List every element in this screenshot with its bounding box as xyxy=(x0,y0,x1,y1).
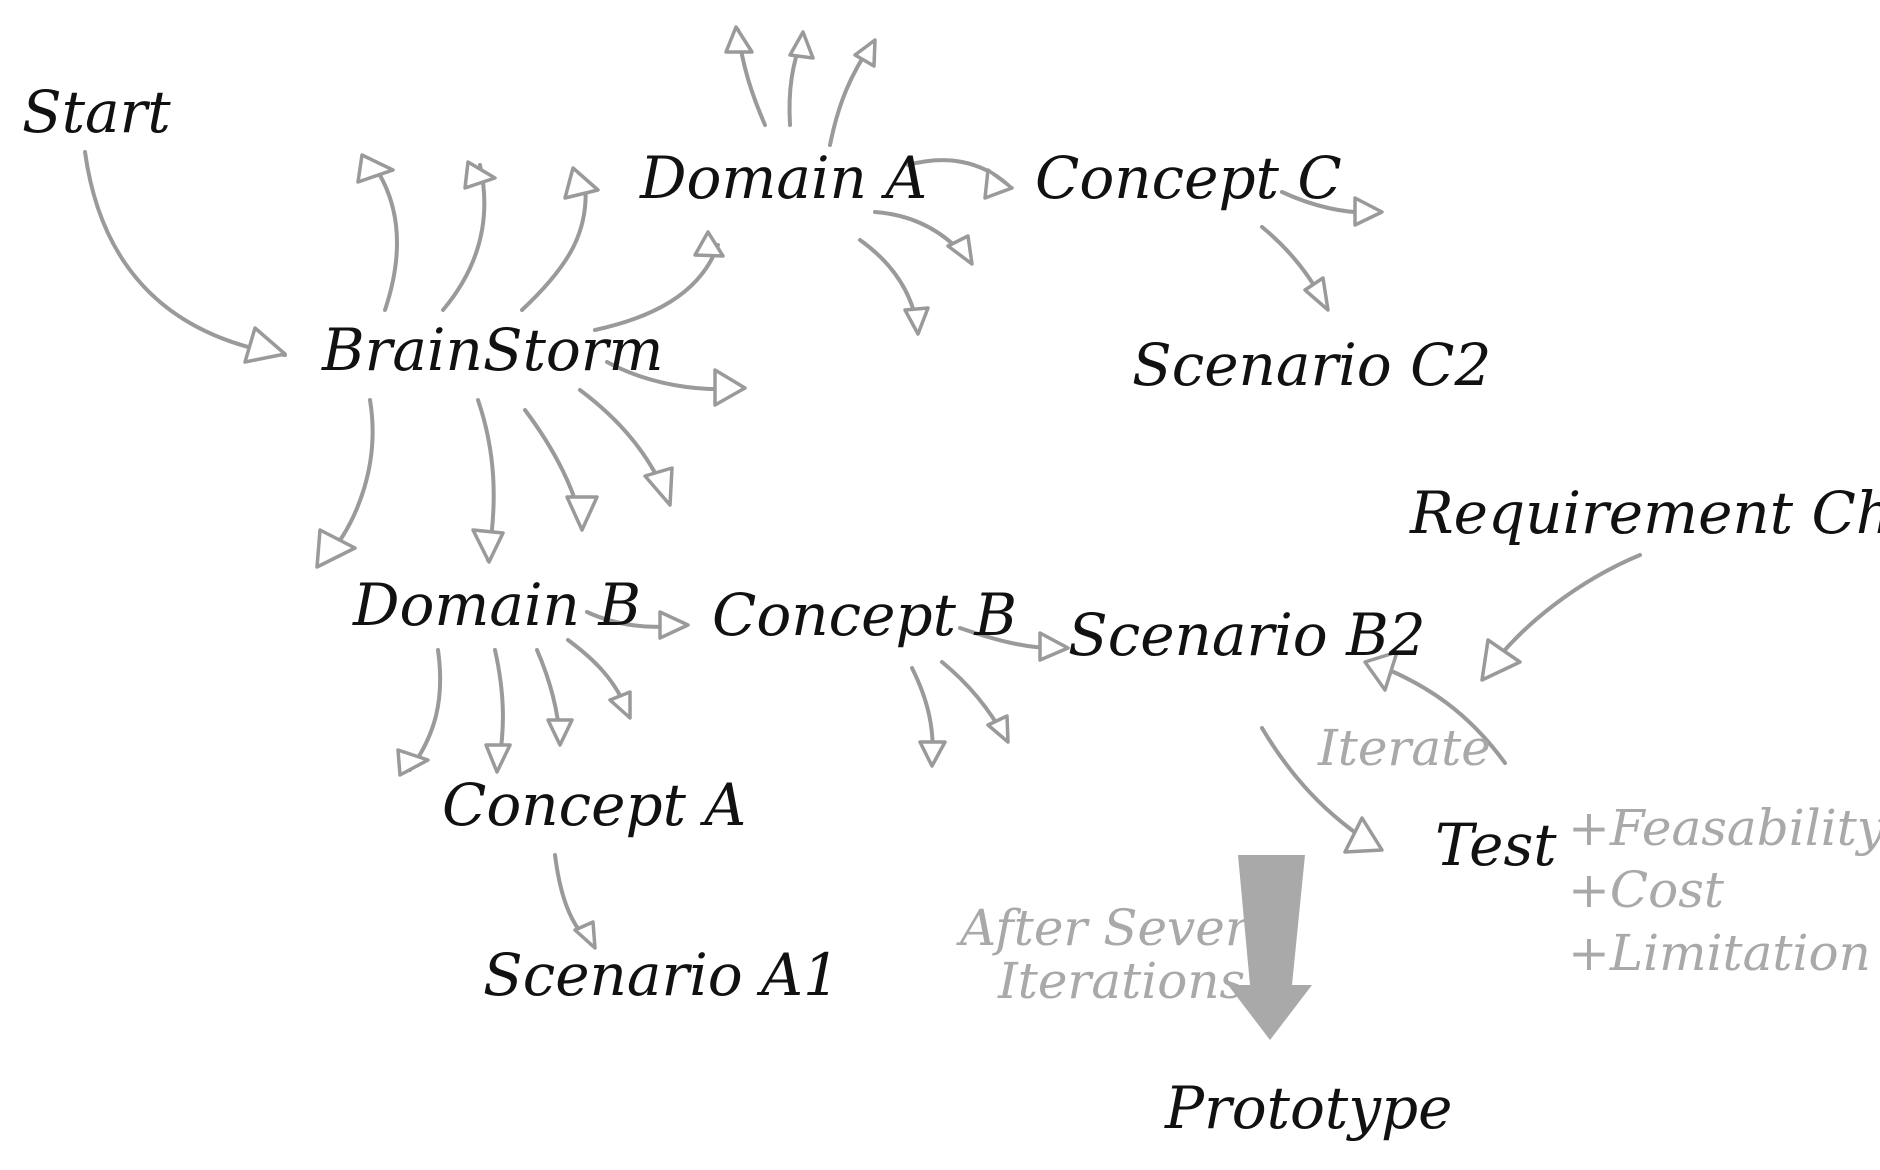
annotations: Iterate After Several Iterations +Feasab… xyxy=(956,719,1880,1010)
arrow-head xyxy=(946,234,974,266)
note-test-criteria-cost: +Cost xyxy=(1568,861,1725,919)
arrow-head xyxy=(983,168,1014,200)
note-after-several-line1: After Several xyxy=(956,899,1295,957)
arrow-head xyxy=(565,495,599,532)
arrow-brainstorm-to-domain-a xyxy=(593,243,720,332)
arrow-head xyxy=(484,743,512,774)
arrow-domain-a-right-down xyxy=(873,210,970,262)
arrow-head xyxy=(658,610,690,640)
node-brainstorm: BrainStorm xyxy=(321,316,664,384)
arrow-head xyxy=(903,306,930,336)
node-labels: Start BrainStorm Domain A Concept C Scen… xyxy=(22,78,1880,1142)
arrow-head xyxy=(563,166,600,200)
arrow-head xyxy=(788,30,815,60)
arrow-head xyxy=(853,38,877,68)
arrow-start-to-brainstorm xyxy=(83,150,287,357)
arrow-head xyxy=(643,466,674,507)
arrow-head xyxy=(356,153,395,184)
arrow-head xyxy=(243,326,287,364)
arrow-head xyxy=(693,230,725,258)
arrow-head xyxy=(1353,196,1384,227)
arrow-head xyxy=(546,718,574,747)
node-scenario-a1: Scenario A1 xyxy=(483,941,840,1009)
node-scenario-b2: Scenario B2 xyxy=(1068,601,1426,669)
node-requirement-change: Requirement Change xyxy=(1409,479,1880,547)
arrow-head xyxy=(1363,650,1399,692)
arrow-brainstorm-up-3 xyxy=(520,178,588,312)
arrow-head xyxy=(608,690,632,720)
arrow-head xyxy=(1480,638,1522,682)
note-iterate: Iterate xyxy=(1317,719,1491,777)
arrow-head xyxy=(918,740,947,768)
node-concept-a: Concept A xyxy=(442,771,746,839)
node-test: Test xyxy=(1435,811,1557,879)
node-domain-b: Domain B xyxy=(352,571,641,639)
arrow-head xyxy=(315,528,357,569)
arrow-head xyxy=(1343,816,1384,854)
node-scenario-c2: Scenario C2 xyxy=(1132,331,1491,399)
node-concept-b: Concept B xyxy=(712,581,1017,649)
arrow-head xyxy=(573,920,597,950)
arrow-head xyxy=(724,25,754,54)
node-concept-c: Concept C xyxy=(1035,144,1342,212)
arrow-head xyxy=(1303,276,1330,312)
arrow-head xyxy=(1038,631,1070,662)
arrow-head xyxy=(471,528,505,564)
arrow-head xyxy=(396,748,430,777)
arrow-domain-b-down-1 xyxy=(408,648,443,772)
node-prototype: Prototype xyxy=(1164,1074,1452,1142)
arrow-head xyxy=(463,160,497,190)
connector-arrows xyxy=(83,25,1642,1040)
arrow-brainstorm-up-1 xyxy=(368,158,399,312)
note-test-criteria-limitation: +Limitation xyxy=(1568,924,1871,982)
note-test-criteria-feasability: +Feasability xyxy=(1568,799,1880,857)
node-start: Start xyxy=(22,78,171,146)
big-down-arrow xyxy=(1228,855,1312,1040)
arrow-head xyxy=(986,714,1010,744)
arrow-head xyxy=(713,368,747,407)
node-domain-a: Domain A xyxy=(639,144,927,212)
note-after-several-line2: Iterations xyxy=(997,952,1245,1010)
